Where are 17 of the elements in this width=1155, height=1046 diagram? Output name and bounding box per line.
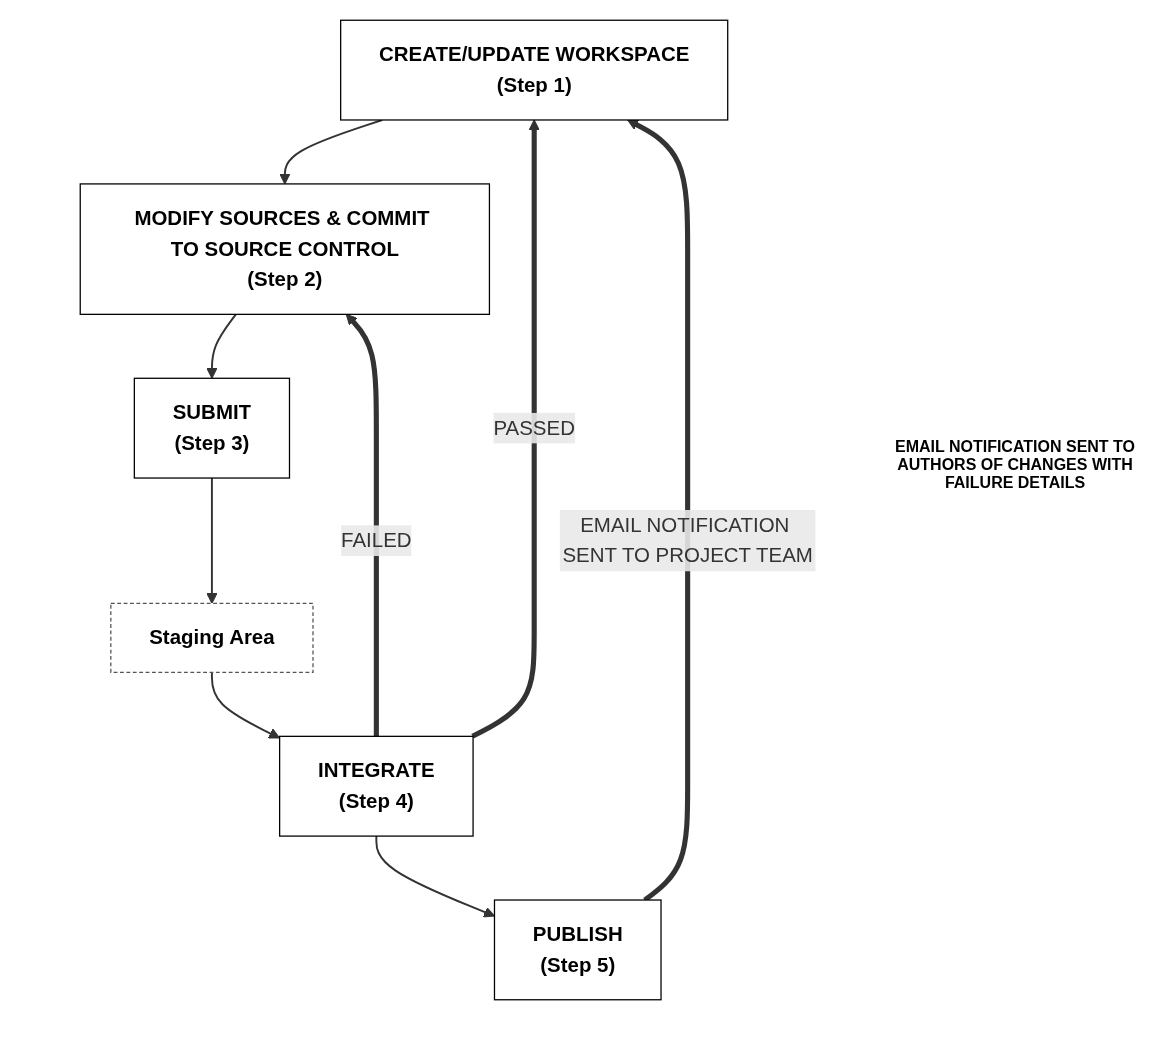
arrow xyxy=(205,477,218,604)
arrow xyxy=(210,671,280,739)
note-text: EMAIL NOTIFICATION SENT TO AUTHORS OF CHANGES WITH FAILURE DETAILS xyxy=(894,438,1136,492)
node-box: SUBMIT (Step 3) xyxy=(133,377,290,479)
arrow xyxy=(278,119,383,185)
edge-label: PASSED xyxy=(493,416,575,439)
node-box: CREATE/UPDATE WORKSPACE (Step 1) xyxy=(339,19,728,121)
node-box: PUBLISH (Step 5) xyxy=(493,899,662,1001)
arrow xyxy=(205,313,237,379)
edge-label: FAILED xyxy=(340,529,412,551)
node-box: INTEGRATE (Step 4) xyxy=(278,735,474,837)
edge-label: EMAIL NOTIFICATION SENT TO PROJECT TEAM xyxy=(562,513,813,567)
node-box: MODIFY SOURCES & COMMIT TO SOURCE CONTROL (Step 2) xyxy=(79,183,490,315)
arrow xyxy=(471,119,540,739)
arrow xyxy=(345,313,379,737)
arrow xyxy=(375,835,495,918)
node-box: Staging Area xyxy=(109,602,314,674)
